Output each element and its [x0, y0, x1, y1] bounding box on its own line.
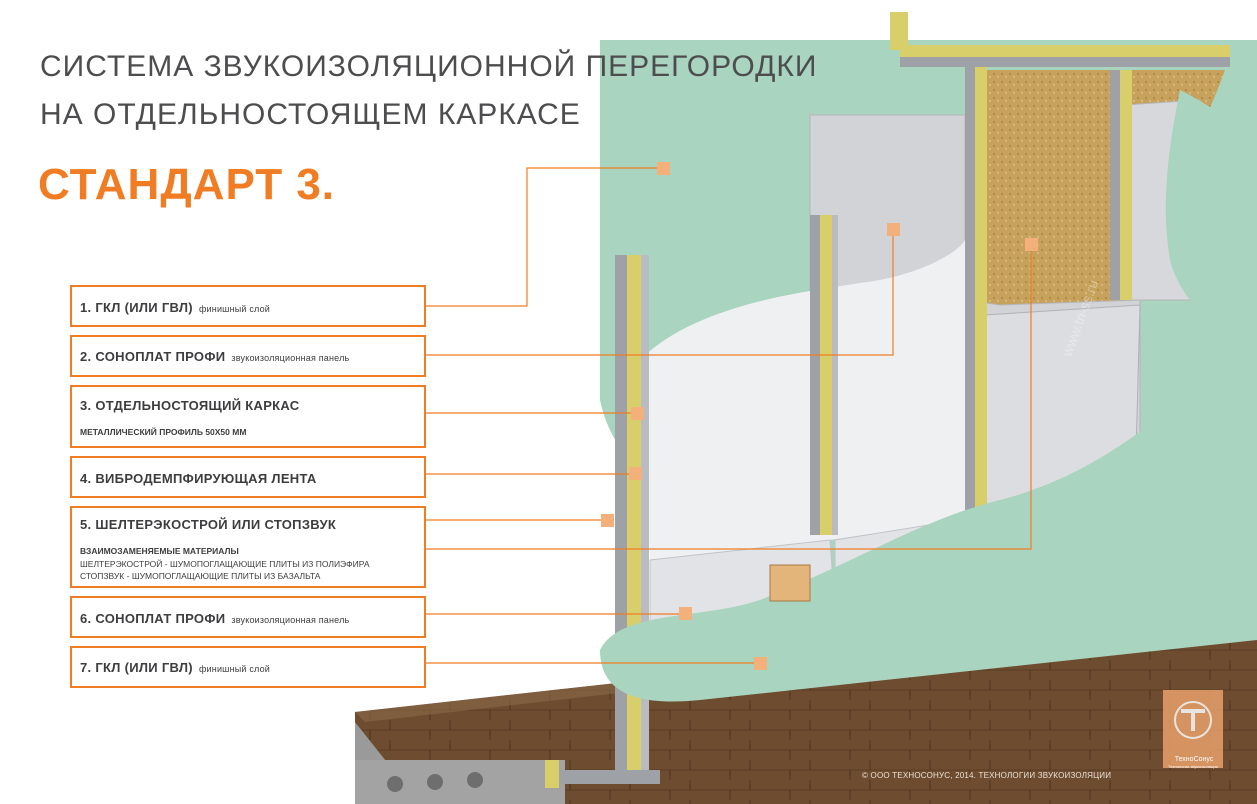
layer-2-sub: звукоизоляционная панель: [231, 353, 350, 363]
brick-sample: [769, 564, 811, 602]
layer-5-note-line-2: СТОПЗВУК - ШУМОПОГЛАЩАЮЩИЕ ПЛИТЫ ИЗ БАЗА…: [80, 571, 321, 581]
sonoplat-front-layer: [640, 240, 965, 560]
layer-box-3: 3. ОТДЕЛЬНОСТОЯЩИЙ КАРКАС МЕТАЛЛИЧЕСКИЙ …: [70, 385, 426, 448]
layer-3-label: 3. ОТДЕЛЬНОСТОЯЩИЙ КАРКАС: [80, 398, 300, 413]
leader-markers: [601, 162, 1038, 670]
layer-5-note-title: ВЗАИМОЗАМЕНЯЕМЫЕ МАТЕРИАЛЫ: [80, 546, 239, 556]
layer-5-label: 5. ШЕЛТЕРЭКОСТРОЙ ИЛИ СТОПЗВУК: [80, 517, 337, 532]
layer-box-6: 6. СОНОПЛАТ ПРОФИ звукоизоляционная панел…: [70, 596, 426, 638]
layer-1-label: 1. ГКЛ (ИЛИ ГВЛ): [80, 300, 193, 315]
copyright: © ООО ТЕХНОСОНУС, 2014. ТЕХНОЛОГИИ ЗВУКО…: [862, 771, 1112, 780]
title-line-2: НА ОТДЕЛЬНОСТОЯЩЕМ КАРКАСЕ: [40, 98, 581, 131]
standard-heading: СТАНДАРТ 3.: [38, 160, 336, 209]
layer-box-5: 5. ШЕЛТЕРЭКОСТРОЙ ИЛИ СТОПЗВУК ВЗАИМОЗАМ…: [70, 506, 426, 588]
layer-6-sub: звукоизоляционная панель: [231, 615, 350, 625]
gkl-front-layer: [600, 330, 1257, 702]
logo-name: ТехноСонус: [1174, 756, 1214, 763]
leader-lines: [426, 167, 1032, 664]
layer-3-note: МЕТАЛЛИЧЕСКИЙ ПРОФИЛЬ 50Х50 ММ: [80, 427, 247, 437]
layer-7-sub: финишный слой: [198, 664, 271, 674]
layer-box-1: 1. ГКЛ (ИЛИ ГВЛ) финишный слой: [70, 285, 426, 327]
layer-4-label: 4. ВИБРОДЕМПФИРУЮЩАЯ ЛЕНТА: [80, 471, 317, 486]
layer-1-sub: финишный слой: [198, 304, 271, 314]
layer-box-4: 4. ВИБРОДЕМПФИРУЮЩАЯ ЛЕНТА: [70, 456, 426, 498]
layer-7-label: 7. ГКЛ (ИЛИ ГВЛ): [80, 660, 193, 675]
technosonus-logo: [1163, 690, 1223, 768]
logo-tagline: Технологии звукоизоляции: [1168, 764, 1218, 769]
layer-box-7: 7. ГКЛ (ИЛИ ГВЛ) финишный слой: [70, 646, 426, 688]
title-line-1: СИСТЕМА ЗВУКОИЗОЛЯЦИОННОЙ ПЕРЕГОРОДКИ: [40, 50, 818, 83]
logo-t-icon: [1174, 701, 1212, 739]
layer-6-label: 6. СОНОПЛАТ ПРОФИ: [80, 611, 226, 626]
layer-2-label: 2. СОНОПЛАТ ПРОФИ: [80, 349, 226, 364]
layer-box-2: 2. СОНОПЛАТ ПРОФИ звукоизоляционная панел…: [70, 335, 426, 377]
layer-5-note-line-1: ШЕЛТЕРЭКОСТРОЙ - ШУМОПОГЛАЩАЮЩИЕ ПЛИТЫ И…: [80, 559, 370, 569]
